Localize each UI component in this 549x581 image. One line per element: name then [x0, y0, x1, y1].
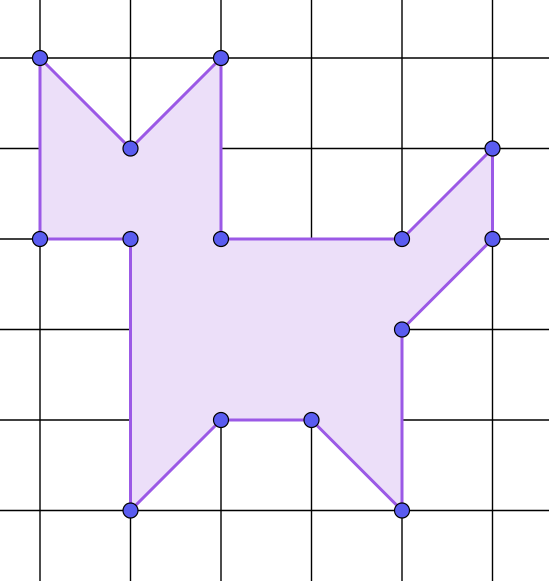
vertex-point-13 — [31, 230, 49, 248]
polygon-vertices — [31, 49, 501, 519]
vertex-point-12 — [122, 230, 139, 248]
vertex-point-3 — [212, 230, 230, 248]
vertex-point-11 — [122, 502, 139, 519]
vertex-point-7 — [393, 321, 411, 338]
vertex-point-5 — [484, 140, 501, 157]
vertex-point-2 — [212, 49, 230, 67]
vertex-point-1 — [122, 140, 139, 157]
vertex-point-9 — [303, 411, 320, 429]
vertex-point-8 — [393, 502, 411, 519]
vertex-point-4 — [393, 230, 411, 248]
cat-polygon — [38, 56, 494, 512]
vertex-point-0 — [31, 49, 49, 67]
vertex-point-6 — [484, 230, 501, 248]
vertex-point-10 — [212, 411, 230, 429]
